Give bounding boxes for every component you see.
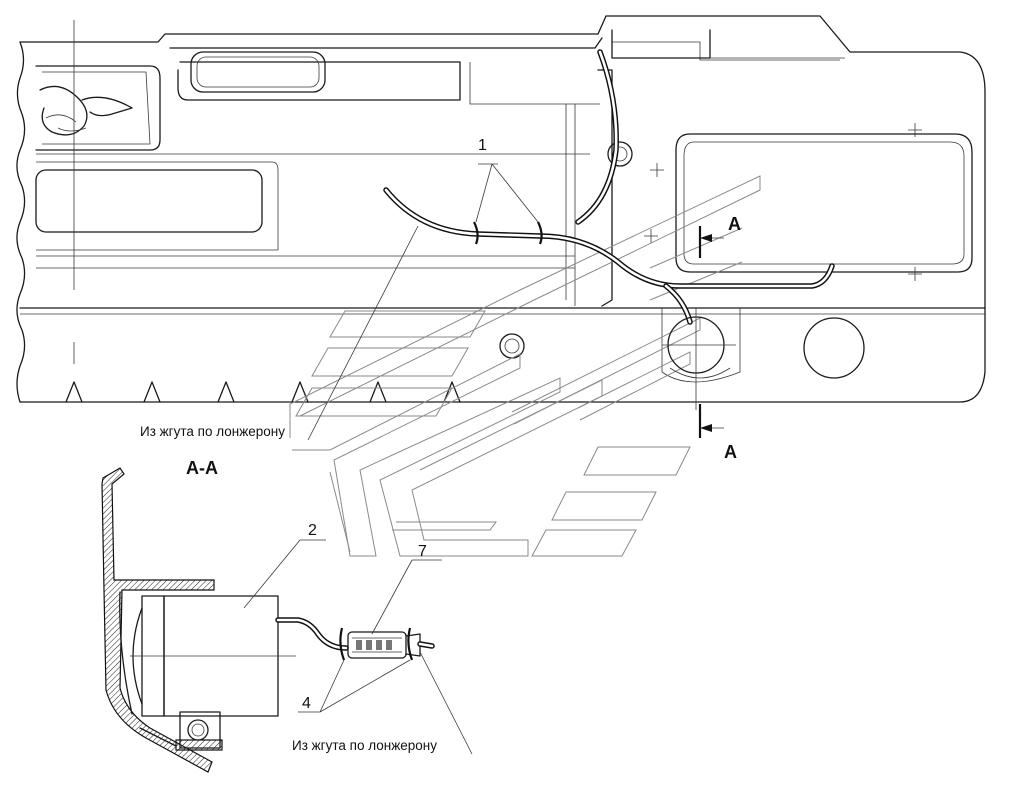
- callout-2: 2: [308, 522, 317, 539]
- callout-7: 7: [418, 543, 427, 560]
- grille-detail: [35, 65, 161, 151]
- lamp-round-right: [803, 317, 865, 379]
- side-member-view: [16, 15, 986, 403]
- clamp-1b: [537, 221, 543, 245]
- section-marker-bottom: A: [724, 442, 737, 462]
- section-a-a-view: [101, 467, 473, 773]
- harness-note-top: Из жгута по лонжерону: [140, 424, 285, 439]
- body-outline: [19, 15, 986, 403]
- side-recess: [35, 169, 263, 233]
- panel-section: [101, 467, 215, 773]
- lamp-opening: [675, 133, 973, 273]
- upper-slot: [190, 51, 326, 93]
- section-marker-top: A: [728, 214, 741, 234]
- harness-note-bottom: Из жгута по лонжерону: [292, 738, 437, 753]
- section-title: А-А: [186, 458, 218, 478]
- wire-harness-upper: [307, 49, 835, 441]
- callout-1: 1: [478, 137, 487, 154]
- section-marker-a: [698, 226, 724, 438]
- connector-7: [347, 631, 407, 659]
- clamp-1a: [473, 221, 479, 245]
- callout-4: 4: [302, 695, 311, 712]
- break-line: [16, 41, 26, 403]
- clamp-4b: [407, 627, 414, 661]
- background-guide-graphics: [289, 175, 761, 557]
- bottom-teeth: [65, 381, 461, 403]
- clamp-4a: [339, 627, 346, 661]
